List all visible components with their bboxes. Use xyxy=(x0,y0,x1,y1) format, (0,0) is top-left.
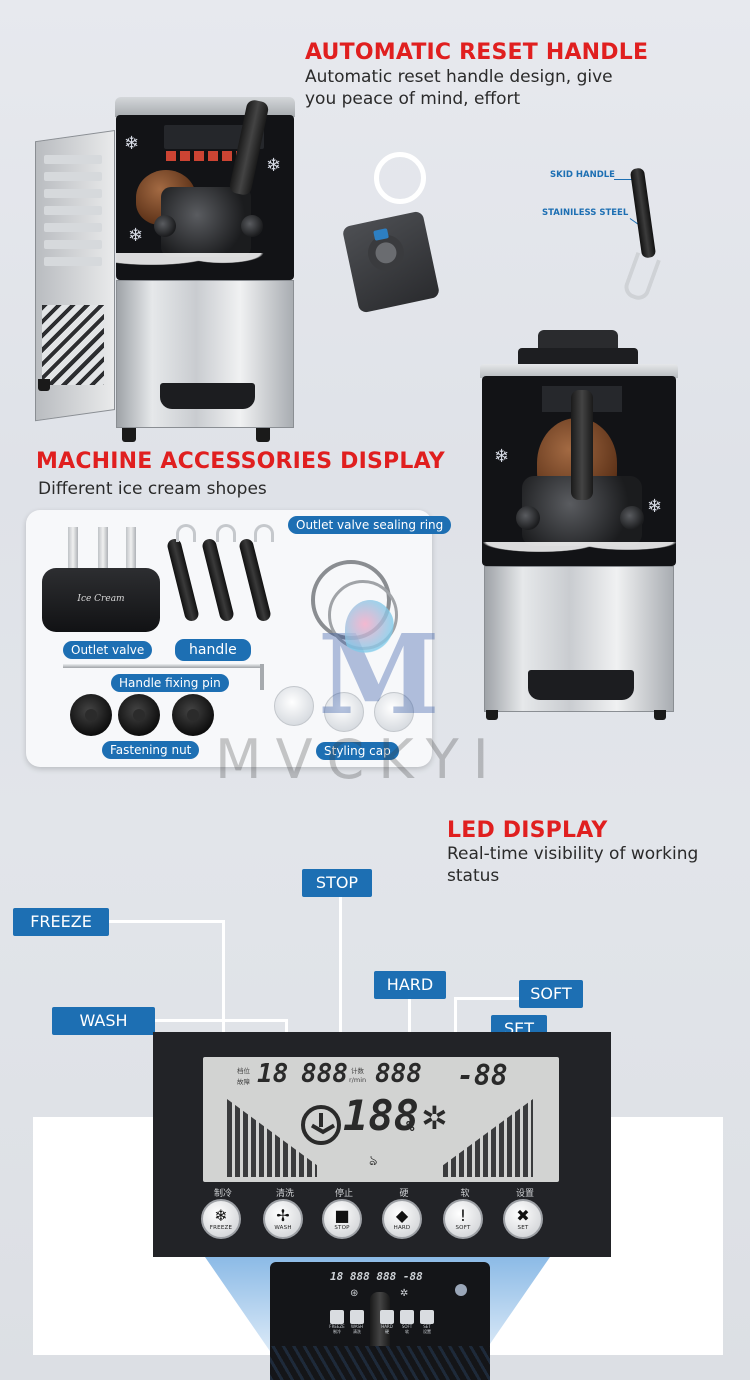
stop-label: STOP xyxy=(302,869,372,897)
reset-handle-subtitle-line2: you peace of mind, effort xyxy=(305,89,521,109)
machine-closeup: 18 888 888 -88 ⊛ ✲ FREEZE 制冷 WASH 清洗 HAR… xyxy=(270,1262,490,1380)
wash-button[interactable]: ✢ WASH xyxy=(263,1199,303,1239)
wash-label: WASH xyxy=(52,1007,155,1035)
lcd-tag-count: 计数 xyxy=(351,1067,364,1075)
wash-indicator-icon: ঌ xyxy=(369,1153,378,1169)
reset-handle-subtitle-line1: Automatic reset handle design, give xyxy=(305,67,613,87)
set-button[interactable]: ✖ SET xyxy=(503,1199,543,1239)
mini-button-row: FREEZE 制冷 WASH 清洗 HARD 硬 SOFT 软 SET 设置 xyxy=(328,1310,438,1340)
label-outlet-valve: Outlet valve xyxy=(63,641,153,659)
fan-icon xyxy=(301,1105,341,1145)
lcd-screen: 档位 故障 18 888 计数 r/min 888 -88 188 % ✲ ঌ xyxy=(203,1057,559,1182)
snowflake-icon: ❄ xyxy=(647,496,663,517)
fastening-nut-part xyxy=(118,694,160,736)
led-title: LED DISPLAY xyxy=(447,818,608,843)
stainless-steel-callout: STAINILESS STEEL xyxy=(542,208,629,218)
lcd-bar-left xyxy=(227,1099,317,1177)
fastening-nut-part xyxy=(172,694,214,736)
wash-button-zh: 清洗 xyxy=(275,1189,294,1199)
label-sealing-ring: Outlet valve sealing ring xyxy=(288,516,452,534)
zigzag-vent xyxy=(42,305,104,385)
lcd-tag-gear: 档位 xyxy=(237,1067,250,1075)
lcd-seg-temp: -88 xyxy=(457,1059,508,1092)
reset-valve-part xyxy=(341,210,441,314)
snowflake-icon: ❄ xyxy=(494,446,510,467)
accessories-subtitle: Different ice cream shopes xyxy=(38,479,267,499)
hard-button[interactable]: ◆ HARD xyxy=(382,1199,422,1239)
fixing-pin-part xyxy=(63,664,263,668)
steel-fork xyxy=(621,251,661,304)
hard-button-zh: 硬 xyxy=(399,1189,409,1199)
lcd-percent-sign: % xyxy=(406,1119,415,1135)
set-button-zh: 设置 xyxy=(515,1189,534,1199)
reset-handle-title: AUTOMATIC RESET HANDLE xyxy=(305,40,649,65)
handle-part xyxy=(238,537,272,623)
led-subtitle: Real-time visibility of working status xyxy=(447,843,698,887)
snowflake-icon: ✲ xyxy=(421,1099,448,1137)
styling-cap-part xyxy=(274,686,314,726)
styling-cap-part xyxy=(324,692,364,732)
lcd-tag-rpm: r/min xyxy=(349,1076,367,1084)
soft-label: SOFT xyxy=(519,980,583,1008)
snowflake-icon: ❄ xyxy=(214,1206,228,1225)
freeze-label: FREEZE xyxy=(13,908,109,936)
snowflake-icon: ❄ xyxy=(266,155,282,176)
label-handle: handle xyxy=(175,639,251,661)
label-fixing-pin: Handle fixing pin xyxy=(111,674,229,692)
lcd-seg-gear: 18 xyxy=(257,1059,289,1089)
stop-button[interactable]: ■ STOP xyxy=(322,1199,362,1239)
pen-icon: ◆ xyxy=(395,1206,409,1225)
skid-handle-callout: SKID HANDLE xyxy=(550,170,615,180)
label-styling-cap: Styling cap xyxy=(316,742,399,760)
fan-icon: ✢ xyxy=(276,1206,290,1225)
side-vents xyxy=(44,155,104,275)
skid-handle xyxy=(629,167,657,259)
lcd-bar-right xyxy=(443,1099,533,1177)
mini-lcd-seg: 18 888 888 -88 xyxy=(330,1270,423,1283)
fan-icon: ⊛ xyxy=(350,1288,359,1299)
handle-part xyxy=(166,537,200,623)
front-panel: ❄ ❄ ❄ xyxy=(116,115,294,280)
lcd-seg-rpm: 888 xyxy=(375,1059,422,1089)
hard-label: HARD xyxy=(374,971,446,999)
snowflake-icon: ✲ xyxy=(400,1288,409,1299)
snowflake-icon: ❄ xyxy=(124,133,140,154)
tools-icon: ✖ xyxy=(516,1206,530,1225)
freeze-button[interactable]: ❄ FREEZE xyxy=(201,1199,241,1239)
fastening-nut-part xyxy=(70,694,112,736)
led-subtitle-line2: status xyxy=(447,866,500,886)
handle-part xyxy=(201,537,235,623)
soft-button[interactable]: ! SOFT xyxy=(443,1199,483,1239)
snowflake-icon: ❄ xyxy=(128,225,144,246)
lcd-seg-count: 888 xyxy=(301,1059,348,1089)
freeze-button-zh: 制冷 xyxy=(213,1189,232,1199)
lcd-big-percent-value: 188 xyxy=(343,1091,419,1140)
ice-cream-machine-right: ❄ ❄ xyxy=(478,330,680,720)
control-panel: 档位 故障 18 888 计数 r/min 888 -88 188 % ✲ ঌ … xyxy=(153,1032,611,1257)
accessories-title: MACHINE ACCESSORIES DISPLAY xyxy=(36,449,445,474)
button-row: 制冷 ❄ FREEZE 清洗 ✢ WASH 停止 ■ STOP 硬 ◆ HAR xyxy=(201,1186,563,1246)
drip-tray xyxy=(160,383,255,409)
stop-button-zh: 停止 xyxy=(334,1189,353,1199)
ice-cream-logo-icon xyxy=(345,600,395,660)
highlight-ring xyxy=(374,152,426,204)
ice-cream-machine-large: ❄ ❄ ❄ xyxy=(30,95,300,445)
watermark-brand: MVCKYI xyxy=(215,728,503,791)
valve-brand-text: Ice Cream xyxy=(77,594,125,604)
ice-cream-icon: ! xyxy=(459,1206,467,1225)
outlet-valve-part: Ice Cream xyxy=(42,568,160,632)
lcd-tag-fault: 故障 xyxy=(237,1078,250,1086)
led-subtitle-line1: Real-time visibility of working xyxy=(447,844,699,864)
soft-button-zh: 软 xyxy=(460,1189,470,1199)
reset-handle-subtitle: Automatic reset handle design, give you … xyxy=(305,66,613,110)
label-fastening-nut: Fastening nut xyxy=(102,741,200,759)
styling-cap-part xyxy=(374,692,414,732)
stop-square-icon: ■ xyxy=(334,1206,350,1225)
